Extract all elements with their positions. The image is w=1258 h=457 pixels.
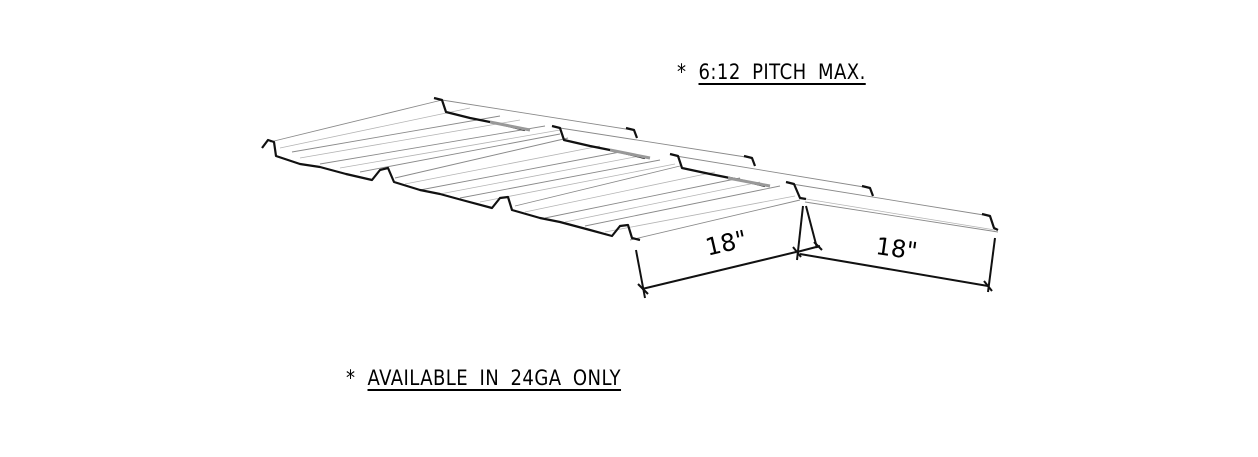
ridge-cap-hooks	[625, 126, 999, 231]
panel-rib-lines	[269, 99, 801, 241]
dimension-lines	[635, 205, 996, 299]
ridge-cap-lines	[441, 99, 999, 233]
panel-front-edge	[261, 138, 641, 242]
gauge-note-text: AVAILABLE IN 24GA ONLY	[367, 366, 622, 390]
note-asterisk: *	[346, 366, 356, 390]
dimension-label-upper: 18"	[874, 232, 920, 266]
panel-back-edge	[433, 96, 807, 201]
pitch-note: * 6:12 PITCH MAX.	[677, 60, 866, 84]
note-asterisk: *	[677, 60, 687, 84]
gauge-note: * AVAILABLE IN 24GA ONLY	[346, 366, 621, 390]
pitch-note-text: 6:12 PITCH MAX.	[698, 60, 866, 84]
